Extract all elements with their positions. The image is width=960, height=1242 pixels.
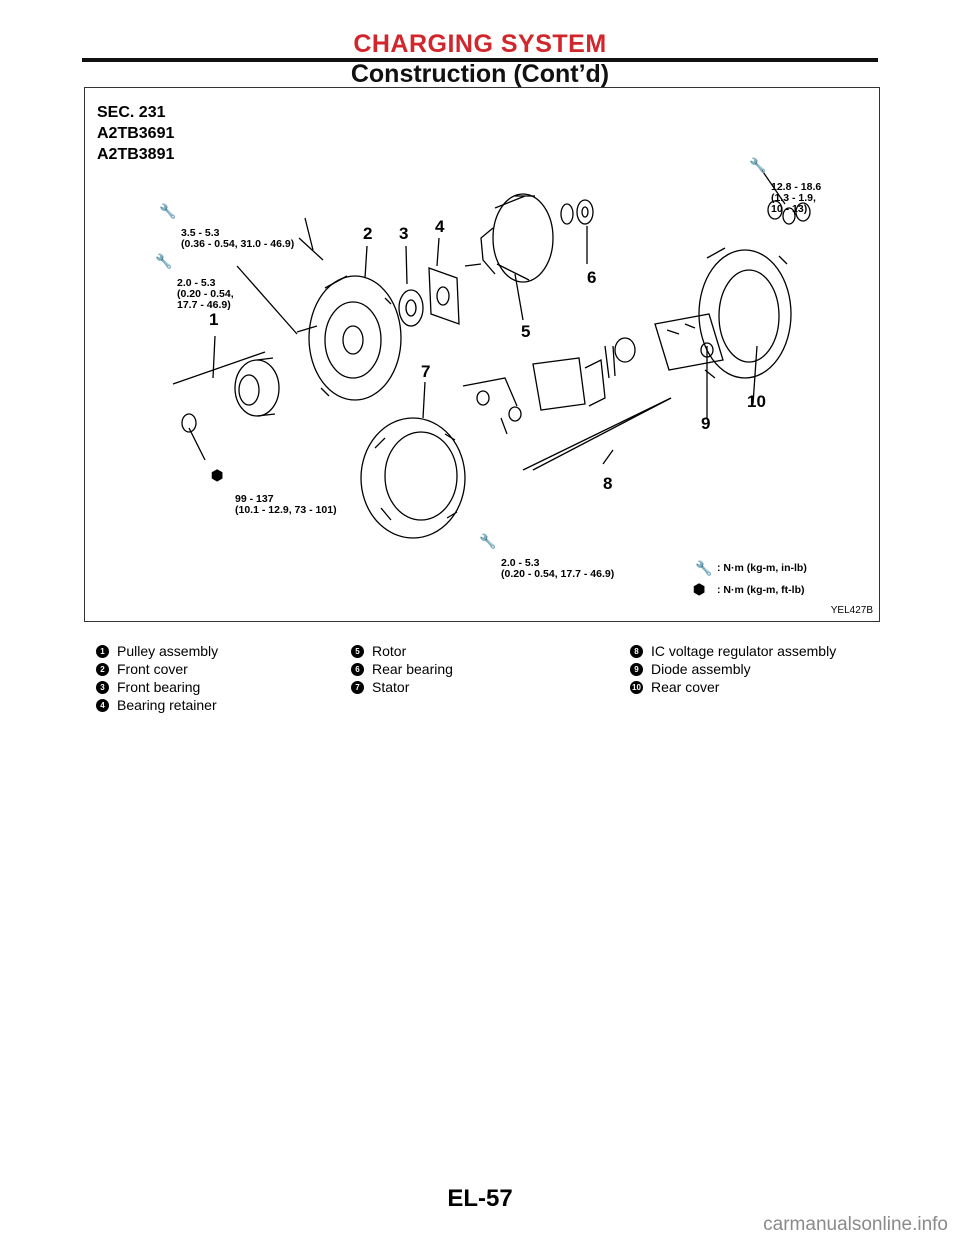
callout-1: 1 [209,310,219,329]
wrench-icon: 🔧 [159,203,177,219]
page-code: EL-57 [447,1185,513,1212]
sec-line: A2TB3691 [97,125,175,142]
callout-8: 8 [603,474,613,493]
diode-assembly-part [654,313,724,371]
leader-line [364,245,368,279]
callout-2: 2 [363,224,373,243]
socket-icon: ⬢ [693,581,706,597]
torque-pulley-nut: ⬢ 99 - 137 (10.1 - 12.9, 73 - 101) [211,467,337,516]
page-subtitle: Construction (Cont’d) [350,60,610,88]
rotor-part [464,193,594,283]
front-cover-part [296,237,402,401]
callout-9: 9 [701,414,711,433]
torque-front-screw: 🔧 2.0 - 5.3 (0.20 - 0.54, 17.7 - 46.9) [155,253,234,311]
alternator-exploded-drawing [172,165,811,539]
front-bearing-part [398,289,424,327]
leader-line [188,427,206,461]
leader-line [436,237,440,267]
figure-id: YEL427B [830,605,873,616]
wrench-icon: 🔧 [695,560,713,576]
leader-line [522,397,672,471]
leader-line [405,245,408,285]
legend-in-lb: 🔧 : N·m (kg-m, in-lb) [695,560,807,576]
leader-line [304,217,314,251]
wrench-icon: 🔧 [155,253,173,269]
bearing-retainer-part [428,267,460,325]
header-rule [82,58,878,62]
leader-line [236,265,298,335]
torque-rear-terminal: 🔧 12.8 - 18.6 (1.3 - 1.9, 10 - 13) [749,157,822,215]
callout-5: 5 [521,322,531,341]
callout-6: 6 [587,268,597,287]
wrench-icon: 🔧 [749,157,767,173]
rear-cover-part [698,200,811,379]
stator-part [360,417,466,539]
leader-line [172,351,266,385]
watermark: carmanualsonline.info [763,1214,948,1235]
socket-icon: ⬢ [211,467,224,483]
leader-line [212,335,216,379]
leader-line [602,449,614,465]
callout-10: 10 [747,392,766,411]
sec-line: A2TB3891 [97,146,175,163]
leader-line [758,165,786,205]
legend-ft-lb: ⬢ : N·m (kg-m, ft-lb) [693,581,805,597]
leader-line [500,417,508,435]
leader-line [422,381,426,419]
sec-line: SEC. 231 [97,104,166,121]
callout-3: 3 [399,224,409,243]
torque-regulator-screw: 🔧 2.0 - 5.3 (0.20 - 0.54, 17.7 - 46.9) [479,533,615,580]
callout-4: 4 [435,217,445,236]
exploded-view-figure: SEC. 231 A2TB3691 A2TB3891 [84,87,880,622]
section-reference: SEC. 231 A2TB3691 A2TB3891 [97,102,174,165]
section-title: CHARGING SYSTEM [353,30,607,58]
pulley-assembly-part [181,357,280,433]
torque-through-bolt: 🔧 3.5 - 5.3 (0.36 - 0.54, 31.0 - 46.9) [159,203,295,250]
callout-7: 7 [421,362,431,381]
leader-line [752,345,758,405]
wrench-icon: 🔧 [479,533,497,549]
ic-regulator-part [462,337,636,422]
